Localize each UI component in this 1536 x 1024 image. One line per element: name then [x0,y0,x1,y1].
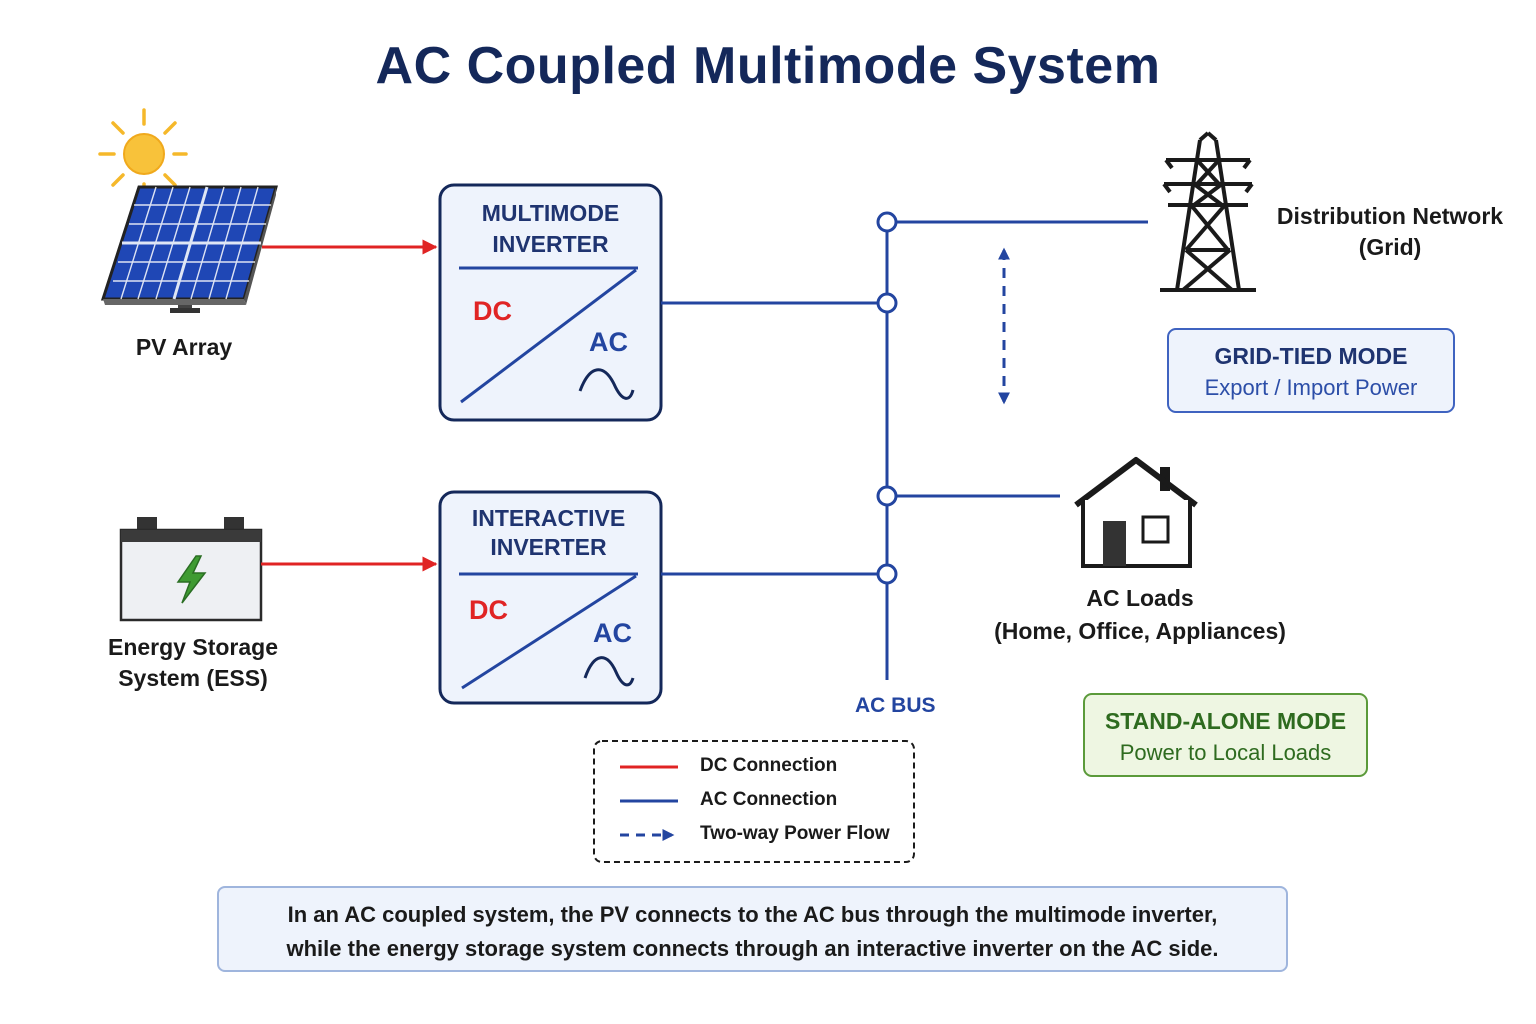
ac-bus [661,212,1148,680]
ess-label-line2: System (ESS) [118,665,268,691]
multimode-inverter-box [438,183,663,422]
interactive-inverter-line2: INVERTER [490,534,607,560]
caption-line2: while the energy storage system connects… [286,936,1219,961]
multimode-inverter-line1: MULTIMODE [481,200,620,226]
stand-alone-mode-box: STAND-ALONE MODE Power to Local Loads [1083,693,1368,777]
page-title: AC Coupled Multimode System [375,37,1161,95]
ess-label-line1: Energy Storage [108,634,278,660]
ac-loads-label: AC Loads (Home, Office, Appliances) [990,582,1290,648]
ac-bus-label: AC BUS [855,694,936,717]
multimode-dc-label: DC [473,296,512,326]
ac-wave-icon [578,368,635,400]
grid-label-line2: (Grid) [1358,234,1422,260]
solar-panel-icon [100,185,278,313]
ess-label: Energy Storage System (ESS) [93,632,293,694]
legend-ac-label: AC Connection [700,789,838,810]
bus-nodes [876,211,898,585]
legend-dc-label: DC Connection [700,755,838,776]
ac-loads-line1: AC Loads [1086,585,1194,611]
sun-icon [98,108,188,200]
stand-alone-mode-subtitle: Power to Local Loads [1119,740,1332,765]
battery-icon [119,517,263,622]
grid-tied-mode-box: GRID-TIED MODE Export / Import Power [1167,328,1455,413]
multimode-inverter-line2: INVERTER [492,231,609,257]
interactive-inverter-title: INTERACTIVE INVERTER [440,504,657,562]
legend [593,740,915,863]
interactive-inverter-box [438,490,663,705]
ac-wave-icon [583,656,635,687]
caption-box: In an AC coupled system, the PV connects… [217,886,1288,972]
interactive-inverter-line1: INTERACTIVE [471,505,626,531]
stand-alone-mode-title: STAND-ALONE MODE [1104,708,1347,734]
pv-array-label: PV Array [135,334,233,360]
ac-loads-line2: (Home, Office, Appliances) [994,618,1286,644]
grid-label: Distribution Network (Grid) [1270,201,1510,263]
multimode-ac-label: AC [589,327,628,357]
house-icon [1074,457,1198,568]
legend-flow-label: Two-way Power Flow [700,823,890,844]
grid-tied-mode-title: GRID-TIED MODE [1214,343,1408,369]
multimode-inverter-title: MULTIMODE INVERTER [440,198,661,260]
grid-label-line1: Distribution Network [1276,203,1504,229]
caption-line1: In an AC coupled system, the PV connects… [287,902,1218,927]
transmission-tower-icon [1160,131,1256,292]
grid-tied-mode-subtitle: Export / Import Power [1204,375,1418,400]
interactive-dc-label: DC [469,595,508,625]
interactive-ac-label: AC [593,618,632,648]
